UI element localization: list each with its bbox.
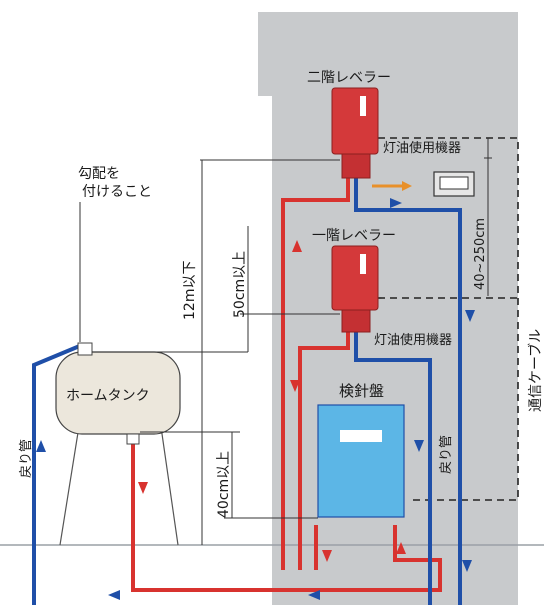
return-pipe-left-label: 戻り管 <box>19 439 34 478</box>
lever-2f <box>331 87 379 179</box>
return-pipe <box>32 176 462 605</box>
dim-12m-label: 12m以下 <box>182 261 198 320</box>
kerosene-appliance-icon <box>433 171 475 197</box>
flow-arrows-red <box>138 240 406 562</box>
dimension-lines <box>79 138 492 545</box>
dim-40cm-label: 40cm以上 <box>216 451 232 518</box>
lever-1f-label: 一階レベラー <box>312 228 396 244</box>
dim-50cm-label: 50cm以上 <box>232 251 248 318</box>
kerosene-device-lower-label: 灯油使用機器 <box>374 332 452 348</box>
flow-arrows-blue <box>36 198 475 600</box>
home-tank-label: ホームタンク <box>66 388 150 404</box>
orange-arrow <box>372 181 412 191</box>
supply-pipe <box>131 176 442 592</box>
slope-note-line1: 勾配を <box>78 166 120 182</box>
meter-box-label: 検針盤 <box>339 382 384 400</box>
dim-40-250-label: 40~250cm <box>473 218 488 290</box>
lever-1f <box>331 245 379 333</box>
kerosene-device-upper-label: 灯油使用機器 <box>383 140 461 156</box>
slope-note-line2: 付けること <box>82 184 152 200</box>
return-pipe-right-label: 戻り管 <box>439 435 454 474</box>
lever-2f-label: 二階レベラー <box>307 70 391 86</box>
meter-box <box>317 404 405 518</box>
comm-cable-label: 通信ケーブル <box>527 329 544 412</box>
tank-stand <box>59 419 179 546</box>
comm-cable-line <box>378 137 519 501</box>
